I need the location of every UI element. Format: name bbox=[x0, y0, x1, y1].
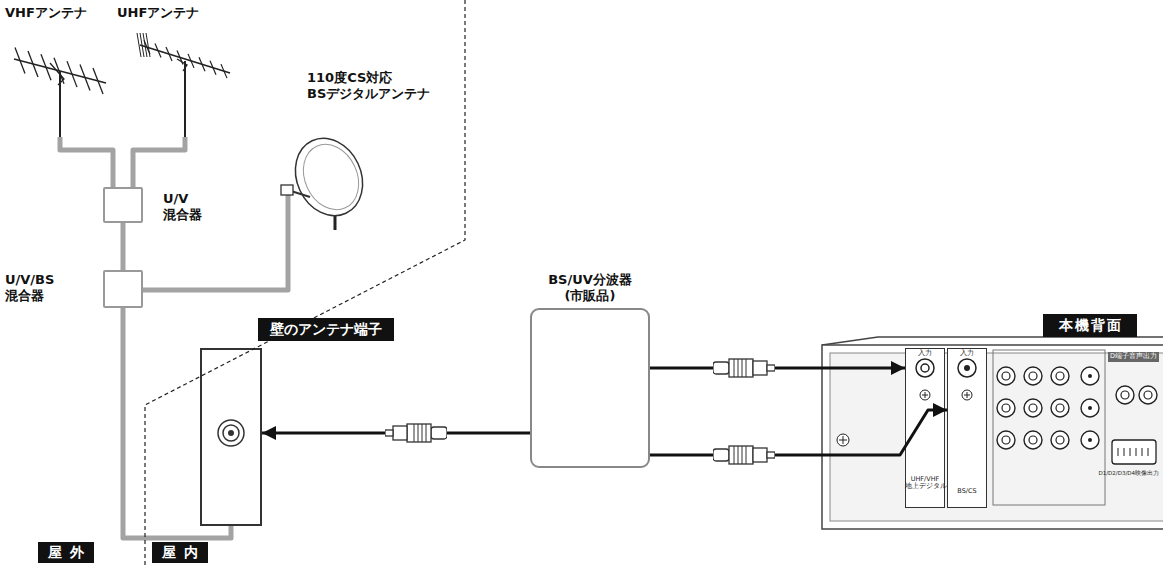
uhf-antenna-outline bbox=[135, 29, 235, 137]
coax-plug bbox=[713, 446, 775, 464]
node-label: UHF/VHF 地上デジタル bbox=[905, 476, 945, 491]
mixer-box: U/V/BS 混合器 bbox=[5, 270, 145, 310]
wall-terminal: 壁のアンテナ端子 bbox=[200, 318, 415, 528]
node-label: U/V/BS 混合器 bbox=[5, 272, 67, 305]
input-port-outline bbox=[947, 348, 987, 508]
antenna-cable bbox=[133, 137, 185, 187]
antenna-cable bbox=[143, 230, 288, 290]
antenna-cable bbox=[60, 137, 113, 187]
node-label: U/V 混合器 bbox=[163, 191, 213, 224]
satellite-dish-outline bbox=[255, 135, 365, 230]
node-label: 本機背面 bbox=[1043, 314, 1137, 337]
node-label: 壁のアンテナ端子 bbox=[258, 318, 394, 341]
mixer-box-outline bbox=[103, 187, 143, 223]
mixer-box-outline bbox=[103, 270, 143, 308]
vhf-antenna-outline bbox=[10, 29, 110, 137]
node-label: 入力 bbox=[947, 350, 987, 357]
coax-plug bbox=[385, 424, 447, 442]
area-label: 屋外 bbox=[38, 542, 94, 563]
wall-terminal-outline bbox=[200, 348, 262, 526]
recorder-rear-outline bbox=[818, 337, 1163, 532]
node-label: 入力 bbox=[905, 350, 945, 357]
satellite-dish: 110度CS対応 BSデジタルアンテナ bbox=[255, 70, 460, 230]
panel-label: D端子音声出力 bbox=[1108, 352, 1159, 362]
input-port: 入力 BS/CS bbox=[947, 348, 987, 508]
node-label: BS/UV分波器 (市販品) bbox=[525, 272, 655, 305]
node-label: UHFアンテナ bbox=[117, 5, 199, 21]
cable-arrow bbox=[262, 432, 530, 435]
input-port: 入力 UHF/VHF 地上デジタル bbox=[905, 348, 945, 508]
boundary-line bbox=[145, 0, 465, 566]
panel-label: D1/D2/D3/D4映像出力 bbox=[1099, 470, 1160, 477]
recorder-rear: 本機背面入力 UHF/VHF 地上デジタル 入力 BS/CS bbox=[818, 310, 1163, 532]
coax-plug bbox=[713, 359, 775, 377]
antenna-cable bbox=[121, 223, 126, 270]
splitter-box-outline bbox=[530, 308, 650, 468]
node-label: BS/CS bbox=[947, 488, 987, 495]
area-label: 屋内 bbox=[152, 542, 208, 563]
node-label: VHFアンテナ bbox=[5, 5, 87, 21]
node-label: 110度CS対応 BSデジタルアンテナ bbox=[307, 70, 457, 103]
uhf-antenna: UHFアンテナ bbox=[112, 5, 237, 137]
mixer-box: U/V 混合器 bbox=[103, 187, 213, 227]
splitter-box: BS/UV分波器 (市販品) bbox=[525, 270, 655, 470]
vhf-antenna: VHFアンテナ bbox=[5, 5, 120, 137]
